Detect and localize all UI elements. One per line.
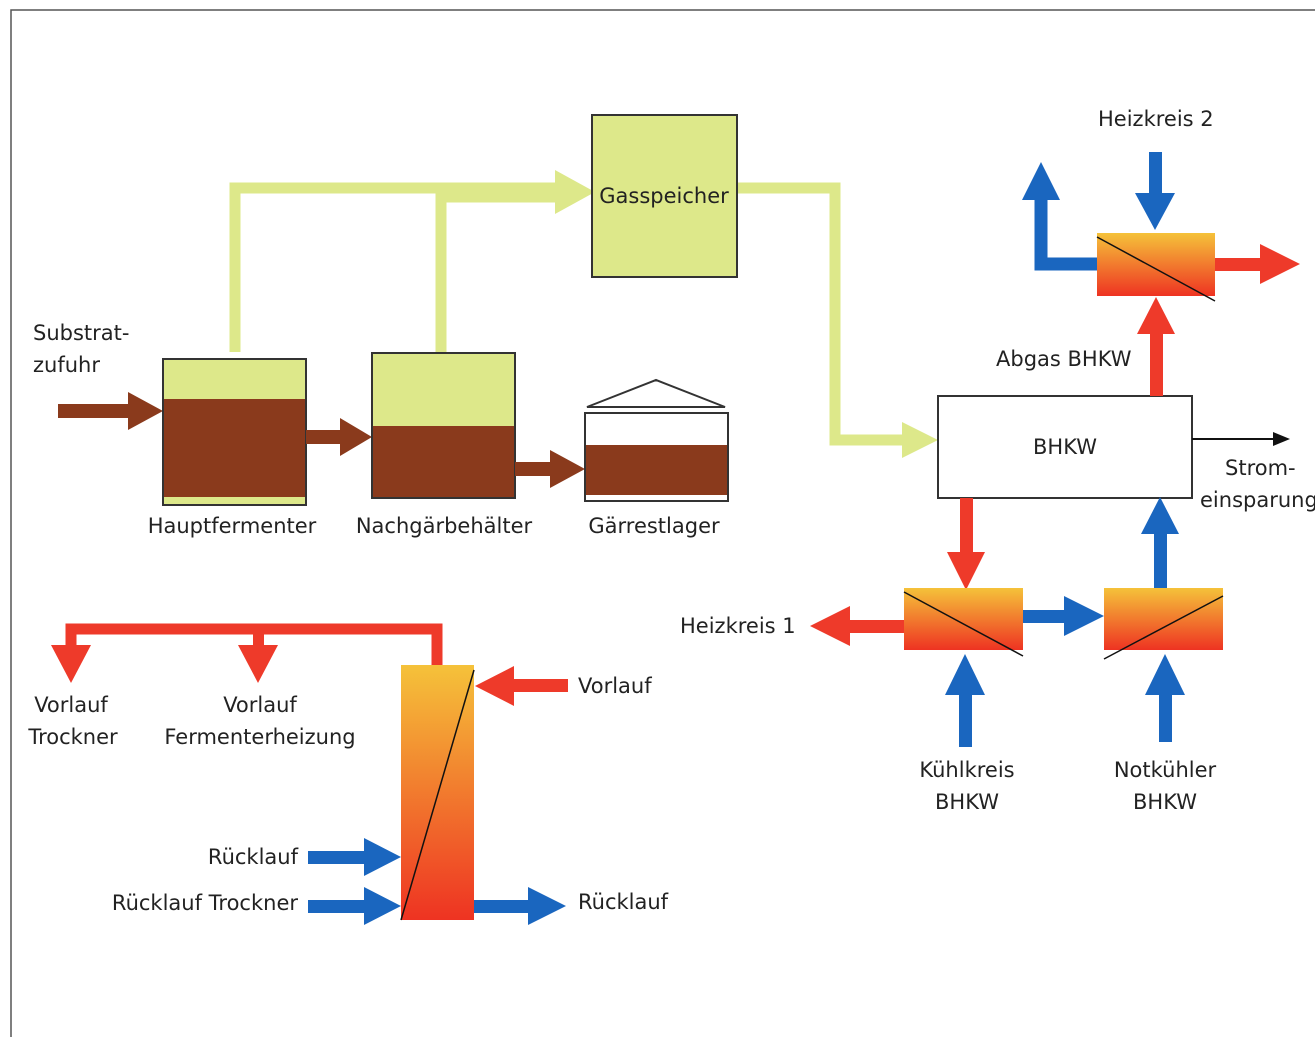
post-fermenter xyxy=(371,352,516,499)
return-out-shaft xyxy=(474,900,532,913)
cooling-return-arrow xyxy=(1141,497,1179,534)
cooling-circuit-arrow xyxy=(945,654,985,695)
return-in-shaft xyxy=(308,851,368,864)
heating-circuit-2-return-line xyxy=(1034,196,1097,271)
flow-fermenter-heating-label-2: Fermenterheizung xyxy=(164,725,355,749)
flow-in-label: Vorlauf xyxy=(578,674,652,698)
emergency-cooler-diagonal xyxy=(1103,595,1224,660)
flow-in-shaft xyxy=(510,679,568,692)
cooling-return-shaft xyxy=(1154,530,1167,588)
cooling-circuit-label-1: Kühlkreis xyxy=(919,758,1014,782)
heat-exchanger-2-diagonal xyxy=(1096,236,1216,302)
flow-fermenter-heating-label-1: Vorlauf xyxy=(223,693,297,717)
substrate-flow-arrow-1 xyxy=(340,418,372,456)
heating-circuit-2-return-arrow xyxy=(1022,162,1060,200)
heating-circuit-2-out-arrow xyxy=(1260,244,1300,284)
heat-exchanger-main-diagonal xyxy=(400,669,475,921)
substrate-feed-label-1: Substrat- xyxy=(33,321,129,345)
cooling-circuit-shaft xyxy=(959,692,972,747)
return-out-arrow xyxy=(528,887,566,925)
heating-circuit-2-label: Heizkreis 2 xyxy=(1098,107,1214,131)
emergency-cooler-in-arrow xyxy=(1145,654,1185,695)
return-dryer-label: Rücklauf Trockner xyxy=(112,891,298,915)
return-dryer-shaft xyxy=(308,900,368,913)
heat-exchanger-1 xyxy=(904,588,1023,650)
heat-exchanger-2 xyxy=(1097,233,1215,296)
cooling-circuit-label-2: BHKW xyxy=(935,790,999,814)
return-out-label: Rücklauf xyxy=(578,890,669,914)
gas-arrow-to-storage xyxy=(555,170,595,214)
substrate-flow-arrow-2 xyxy=(550,450,585,488)
digestate-storage-label: Gärrestlager xyxy=(588,514,720,538)
return-dryer-arrow xyxy=(364,887,401,925)
substrate-feed-label-2: zufuhr xyxy=(33,353,100,377)
substrate-flow-shaft-2 xyxy=(515,462,555,476)
chp-heat-down-arrow xyxy=(947,552,985,590)
power-saving-label-2: einsparung xyxy=(1200,488,1315,512)
post-fermenter-label: Nachgärbehälter xyxy=(356,514,533,538)
main-fermenter-label: Hauptfermenter xyxy=(148,514,317,538)
emergency-cooler-label-1: Notkühler xyxy=(1114,758,1217,782)
flow-dryer-label-1: Vorlauf xyxy=(34,693,108,717)
digestate-storage xyxy=(584,378,729,502)
substrate-feed-shaft xyxy=(58,404,130,418)
heating-circuit-1-shaft xyxy=(846,620,904,633)
distribution-drop-fermenter xyxy=(253,629,264,649)
exhaust-shaft xyxy=(1150,330,1163,396)
gas-storage-label: Gasspeicher xyxy=(599,184,729,208)
chp-exhaust-label: Abgas BHKW xyxy=(996,347,1132,371)
exhaust-arrow xyxy=(1137,297,1175,334)
flow-dryer-arrow xyxy=(51,645,91,683)
diagram-frame xyxy=(10,9,1315,1037)
gas-storage-box xyxy=(591,114,738,278)
substrate-feed-arrow xyxy=(128,392,163,430)
power-output-arrow xyxy=(1273,432,1290,446)
heating-circuit-1-label: Heizkreis 1 xyxy=(680,614,796,638)
emergency-cooler-in-shaft xyxy=(1159,692,1172,742)
chp-box xyxy=(937,395,1193,499)
flow-fermenter-heating-arrow xyxy=(238,645,278,683)
substrate-flow-shaft-1 xyxy=(306,430,346,444)
main-fermenter xyxy=(162,358,307,506)
heating-circuit-2-out-shaft xyxy=(1215,258,1263,271)
heat-exchanger-1-diagonal xyxy=(903,591,1024,657)
power-saving-label-1: Strom- xyxy=(1225,456,1296,480)
heating-circuit-1-arrow xyxy=(810,606,850,646)
cooling-link-arrow xyxy=(1064,596,1104,636)
cooling-link-shaft xyxy=(1023,610,1068,623)
heating-circuit-2-in-shaft xyxy=(1149,152,1162,197)
heating-circuit-2-in-arrow xyxy=(1135,193,1175,230)
return-in-label: Rücklauf xyxy=(208,845,299,869)
emergency-cooler xyxy=(1104,588,1223,650)
gas-lines xyxy=(229,182,905,446)
gas-arrow-to-chp xyxy=(902,422,938,458)
emergency-cooler-label-2: BHKW xyxy=(1133,790,1197,814)
flow-dryer-label-2: Trockner xyxy=(27,725,118,749)
chp-heat-down-shaft xyxy=(960,498,973,554)
chp-label: BHKW xyxy=(1033,435,1097,459)
return-in-arrow xyxy=(364,838,401,876)
flow-in-arrow xyxy=(475,666,514,706)
